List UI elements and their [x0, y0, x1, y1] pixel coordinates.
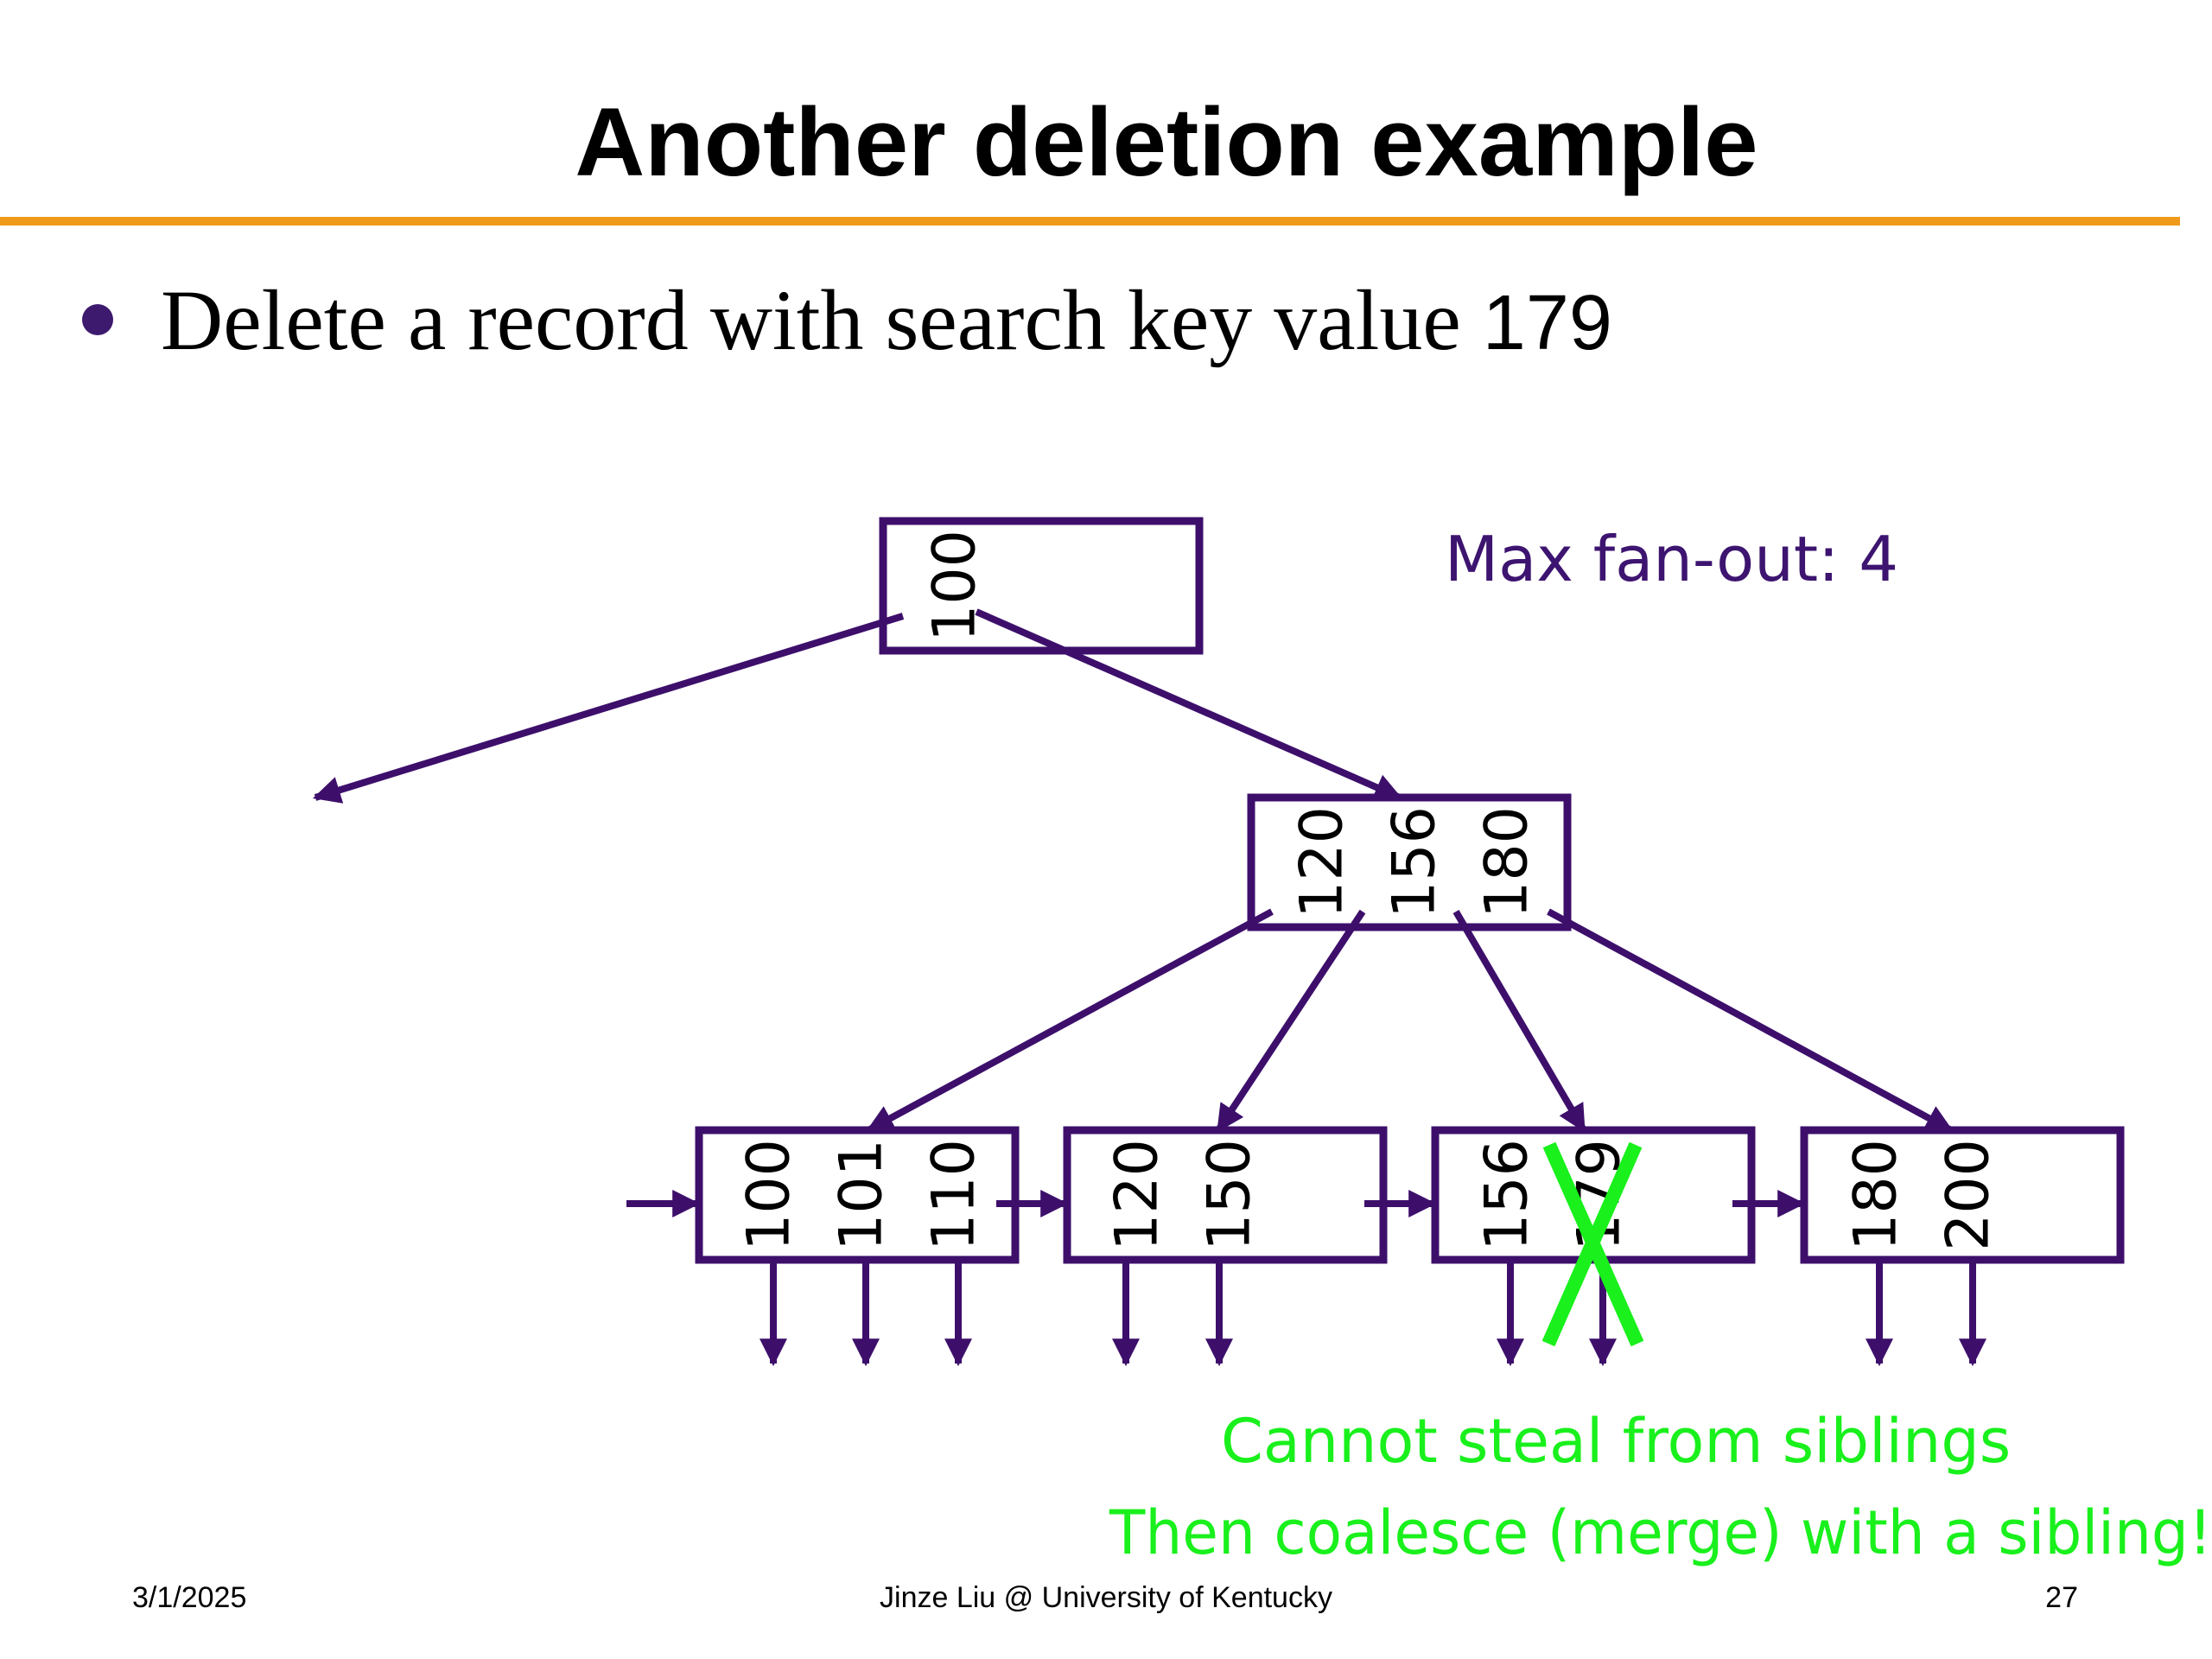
root-node-box	[879, 517, 1204, 655]
annotation-line-2: Then coalesce (merge) with a sibling!	[1109, 1497, 2212, 1568]
internal-node-box	[1247, 793, 1572, 931]
leaf-key: 150	[1196, 1139, 1264, 1251]
leaf-key: 100	[735, 1139, 804, 1251]
internal-key: 156	[1381, 806, 1449, 918]
delete-cross-icon	[1541, 1141, 1644, 1347]
leaf-key: 120	[1103, 1139, 1172, 1251]
bullet-text-label: Delete a record with search key value	[161, 271, 1483, 368]
annotation-line-1: Cannot steal from siblings	[1221, 1406, 2011, 1477]
slide-title: Another deletion example	[575, 88, 1758, 196]
leaf-key: 156	[1473, 1139, 1541, 1251]
root-pointer-left	[312, 613, 905, 804]
internal-pointer	[1452, 909, 1587, 1133]
internal-pointer	[866, 908, 1274, 1134]
root-pointer-right	[975, 608, 1402, 801]
internal-pointer	[1547, 908, 1954, 1134]
internal-key: 180	[1473, 806, 1541, 918]
leaf-node: 120 150	[1063, 1126, 1388, 1264]
root-key: 100	[921, 530, 989, 642]
leaf-node: 156 179	[1431, 1126, 1756, 1264]
leaf-key: 200	[1935, 1139, 2003, 1251]
bullet-key-value: 179	[1482, 279, 1612, 366]
footer-date: 3/1/2025	[132, 1581, 247, 1614]
bullet-text: Delete a record with search key value 17…	[161, 270, 1612, 370]
fanout-note: Max fan-out: 4	[1445, 523, 1898, 595]
leaf-node: 100 101 110	[695, 1126, 1020, 1264]
footer-author: Jinze Liu @ University of Kentucky	[880, 1581, 1332, 1614]
bullet-item: Delete a record with search key value 17…	[82, 268, 1612, 372]
leaf-key: 110	[920, 1139, 988, 1251]
root-node: 100	[879, 517, 1204, 655]
internal-pointer	[1215, 909, 1366, 1133]
leaf-node: 180 200	[1800, 1126, 2125, 1264]
title-underline	[0, 217, 2180, 226]
leaf-key: 180	[1842, 1139, 1910, 1251]
internal-key: 120	[1288, 806, 1357, 918]
leaf-key: 101	[828, 1139, 896, 1251]
bullet-dot-icon	[82, 304, 113, 335]
internal-node: 120 156 180	[1247, 793, 1572, 931]
footer-page-number: 27	[2045, 1581, 2078, 1614]
